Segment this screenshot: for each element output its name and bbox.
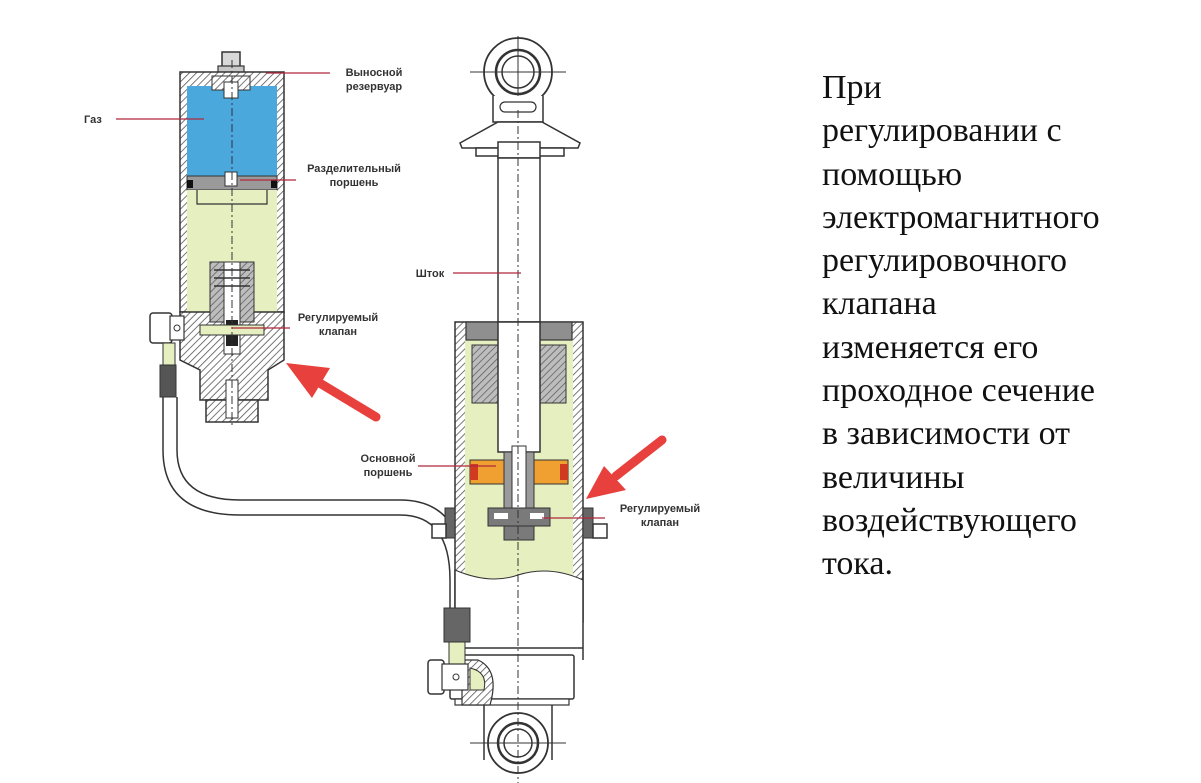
- damper-hose-fitting: [427, 607, 471, 695]
- remote-reservoir: [179, 51, 285, 425]
- description-line: проходное сечение: [822, 372, 1095, 410]
- label-adjustable-valve-damper: клапан: [641, 517, 679, 529]
- top-mounting-eye: [470, 36, 566, 123]
- bottom-mounting-eye: [470, 705, 566, 774]
- diagram-labels: Выносной резервуар Газ Разделительный по…: [84, 67, 700, 529]
- description-line: регулировочного: [822, 242, 1068, 280]
- description-line: помощью: [822, 155, 963, 193]
- description-line: регулировании с: [822, 112, 1062, 150]
- damper-adjustable-valve: [487, 507, 551, 541]
- description-line: клапана: [822, 285, 937, 323]
- arrow-damper-valve: [586, 435, 667, 499]
- description-text: При регулировании с помощью электромагни…: [822, 66, 1197, 586]
- label-main-piston: Основной: [361, 453, 416, 465]
- description-line: величины: [822, 458, 965, 496]
- label-separating-piston: поршень: [330, 177, 379, 189]
- shock-absorber-diagram: Выносной резервуар Газ Разделительный по…: [84, 36, 700, 783]
- description-line: в зависимости от: [822, 415, 1071, 453]
- main-damper: [427, 36, 608, 783]
- label-separating-piston: Разделительный: [307, 163, 401, 175]
- description-line: воздействующего: [822, 501, 1077, 539]
- description-line: тока.: [822, 545, 894, 583]
- reservoir-hose-fitting: [149, 312, 185, 398]
- label-adjustable-valve-damper: Регулируемый: [620, 503, 700, 515]
- label-adjustable-valve-reservoir: клапан: [319, 326, 357, 338]
- label-adjustable-valve-reservoir: Регулируемый: [298, 312, 378, 324]
- label-remote-reservoir: резервуар: [346, 81, 403, 93]
- description-line: электромагнитного: [822, 198, 1100, 236]
- label-gas: Газ: [84, 114, 102, 126]
- spring-seat: [459, 121, 581, 149]
- label-main-piston: поршень: [364, 467, 413, 479]
- description-line: При: [822, 69, 882, 106]
- description-line: изменяется его: [822, 328, 1039, 366]
- label-rod: Шток: [416, 268, 445, 280]
- label-remote-reservoir: Выносной: [346, 67, 403, 79]
- leader-lines: [116, 72, 605, 519]
- arrow-reservoir-valve: [286, 363, 381, 422]
- connecting-hose: [162, 397, 451, 608]
